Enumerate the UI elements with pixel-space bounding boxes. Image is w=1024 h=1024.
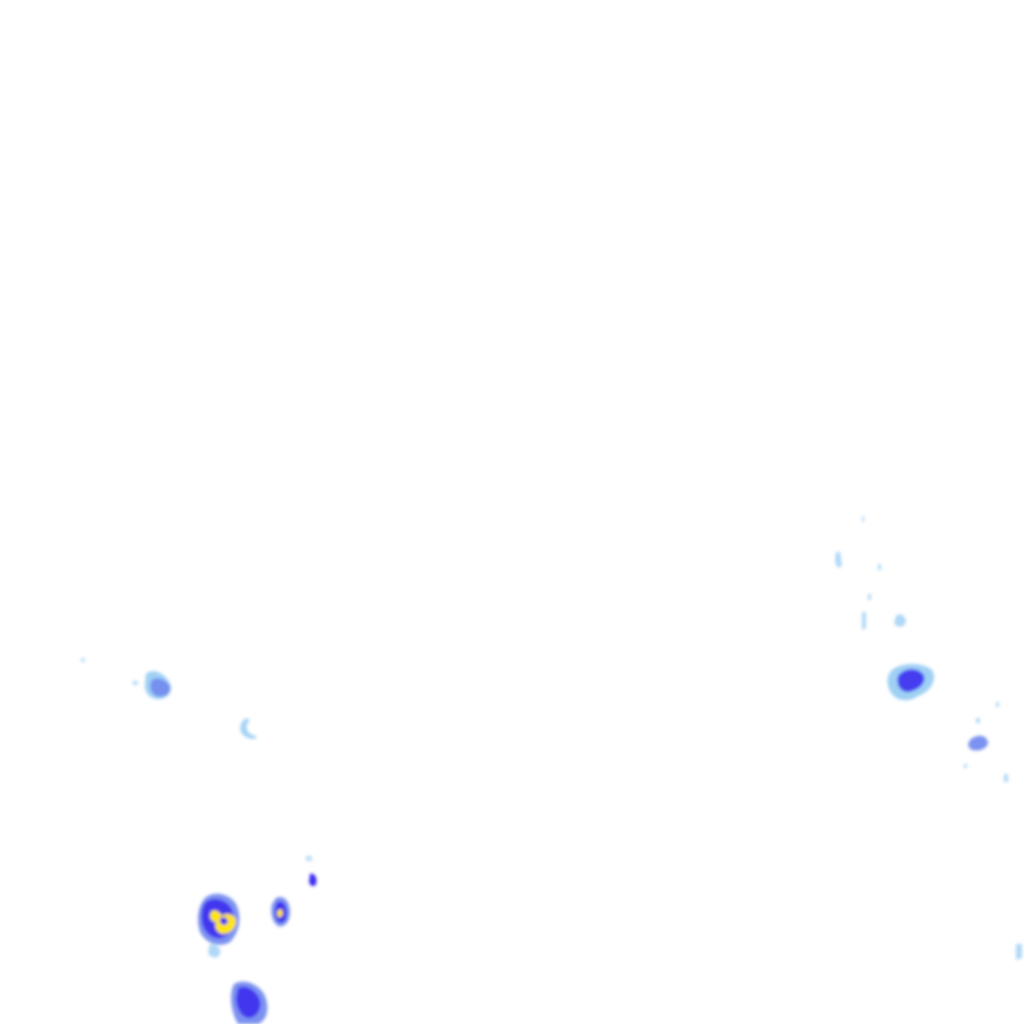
precip-cell-left-arc	[240, 718, 257, 739]
precip-cell-east	[887, 614, 935, 701]
precip-cell-south-edge	[231, 981, 268, 1024]
precip-cell-left-small	[80, 657, 171, 700]
precip-cell-small-dot	[306, 856, 317, 887]
precip-cell-southwest-storm-2	[271, 896, 290, 927]
precip-cell-southwest-storm	[197, 893, 240, 958]
precip-cell-east-small	[968, 735, 988, 751]
precip-scattered-east	[835, 516, 1022, 960]
